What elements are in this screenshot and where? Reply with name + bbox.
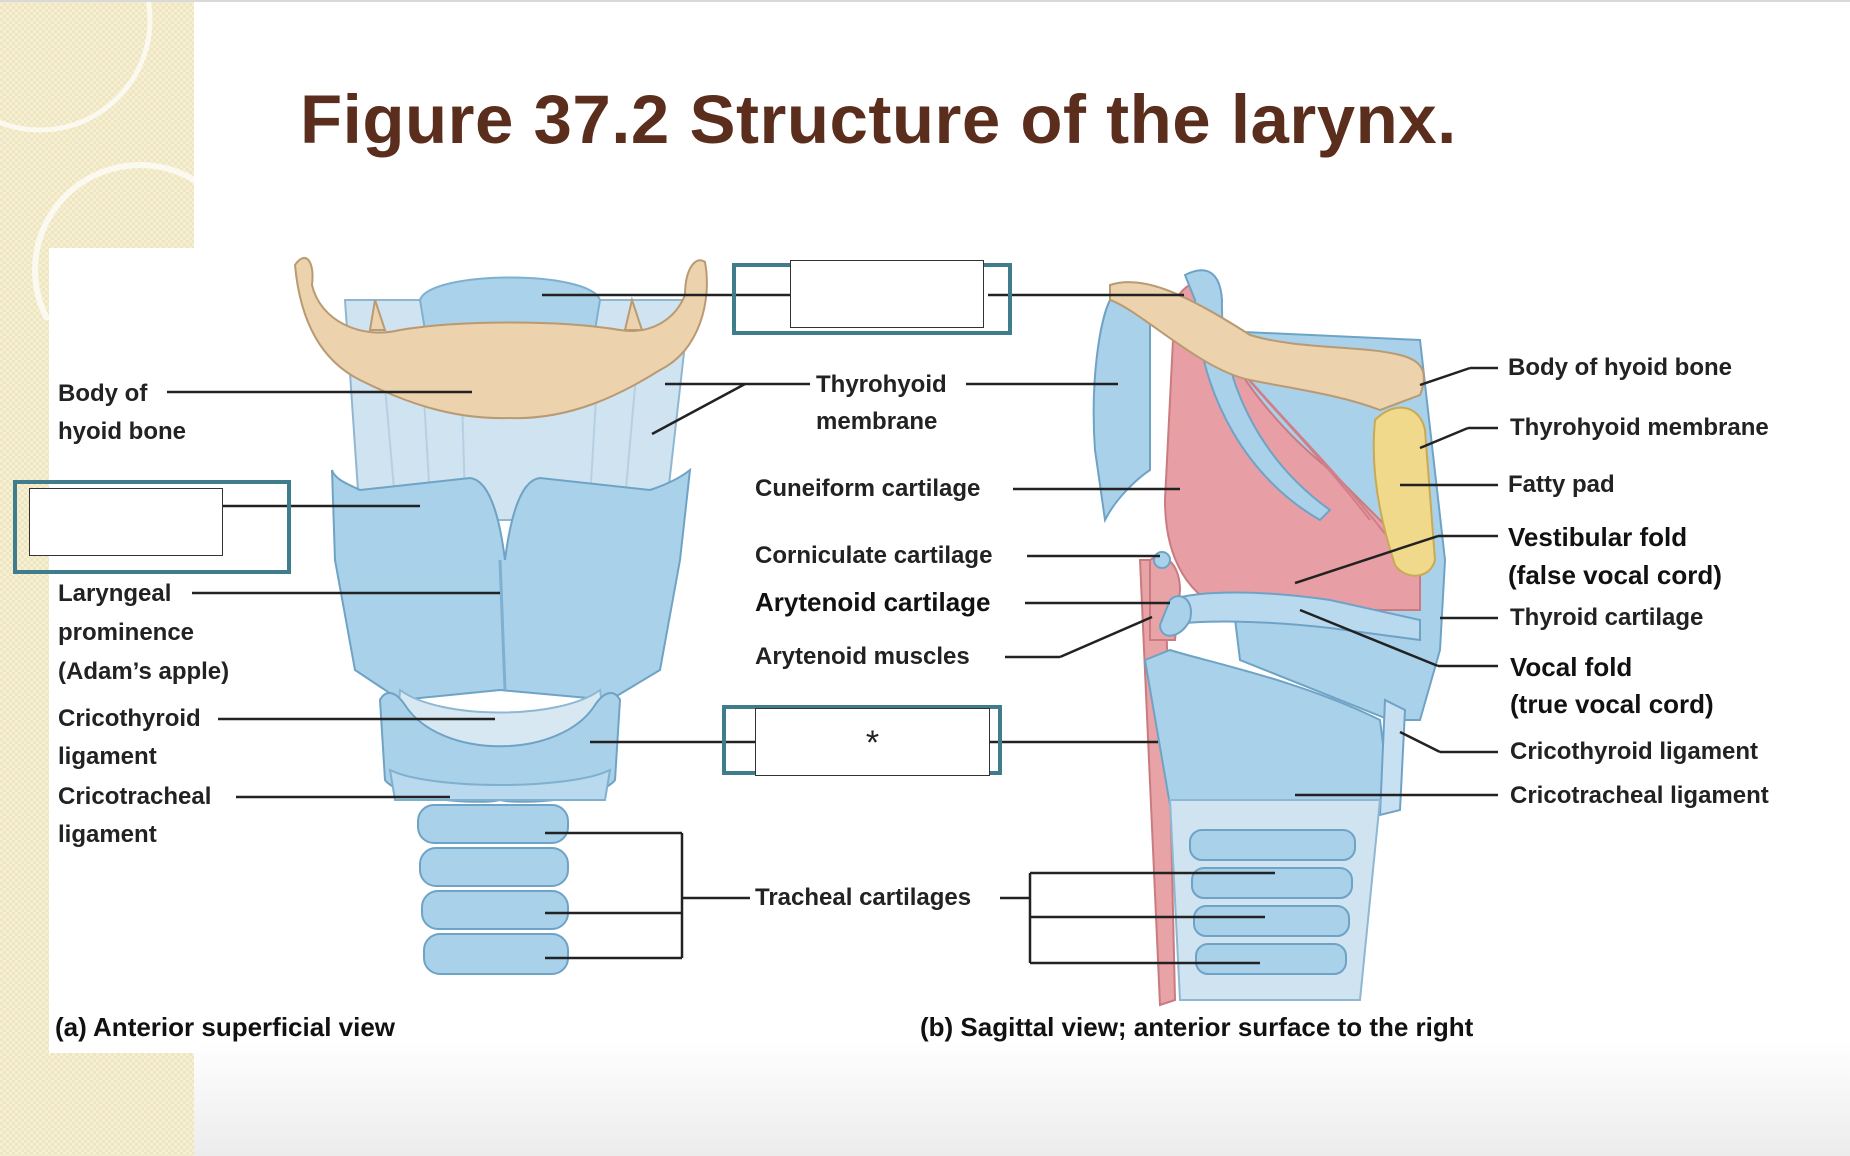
label-laryngeal-prominence-line1: Laryngeal <box>58 580 172 607</box>
label-b-body-of-hyoid-bone: Body of hyoid bone <box>1508 354 1732 381</box>
leader-lines <box>167 293 1498 965</box>
caption-anterior-view: (a) Anterior superficial view <box>55 1012 396 1042</box>
label-laryngeal-prominence-line3: (Adam’s apple) <box>58 658 230 685</box>
label-b-thyroid-cartilage: Thyroid cartilage <box>1510 604 1704 631</box>
label-cricothyroid-ligament-line2: ligament <box>58 743 157 770</box>
label-b-vocal-fold-line2: (true vocal cord) <box>1510 689 1714 719</box>
caption-sagittal-view: (b) Sagittal view; anterior surface to t… <box>920 1012 1474 1042</box>
label-b-vocal-fold-line1: Vocal fold <box>1510 652 1633 682</box>
label-arytenoid-muscles: Arytenoid muscles <box>755 643 970 670</box>
label-laryngeal-prominence-line2: prominence <box>58 619 195 646</box>
figure-title: Figure 37.2 Structure of the larynx. <box>300 81 1457 158</box>
answer-frame-left <box>13 480 291 574</box>
label-b-fatty-pad: Fatty pad <box>1508 471 1615 498</box>
label-b-vestibular-fold-line1: Vestibular fold <box>1508 522 1688 552</box>
label-arytenoid-cartilage: Arytenoid cartilage <box>755 587 991 617</box>
label-thyrohyoid-membrane-line2: membrane <box>816 408 938 435</box>
label-corniculate-cartilage: Corniculate cartilage <box>755 542 993 569</box>
label-tracheal-cartilages: Tracheal cartilages <box>755 884 972 911</box>
slide-bottom-shade <box>194 1040 1850 1156</box>
answer-box-middle[interactable]: * <box>755 708 990 776</box>
sagittal-larynx <box>1092 269 1447 1007</box>
answer-box-top[interactable] <box>790 260 984 328</box>
label-thyrohyoid-membrane-line1: Thyrohyoid <box>816 371 947 398</box>
label-cricothyroid-ligament-line1: Cricothyroid <box>58 705 201 732</box>
label-b-cricothyroid-ligament: Cricothyroid ligament <box>1510 738 1759 765</box>
label-body-of-hyoid-line2: hyoid bone <box>58 418 186 445</box>
label-body-of-hyoid-line1: Body of <box>58 380 148 407</box>
label-b-cricotracheal-ligament: Cricotracheal ligament <box>1510 782 1769 809</box>
label-cricotracheal-ligament-line1: Cricotracheal <box>58 783 212 810</box>
figure-panel <box>49 248 1850 1053</box>
label-b-thyrohyoid-membrane: Thyrohyoid membrane <box>1510 414 1769 441</box>
label-cuneiform-cartilage: Cuneiform cartilage <box>755 475 981 502</box>
label-cricotracheal-ligament-line2: ligament <box>58 821 157 848</box>
anterior-larynx <box>293 257 708 975</box>
answer-box-left[interactable] <box>29 488 223 556</box>
label-b-vestibular-fold-line2: (false vocal cord) <box>1508 560 1722 590</box>
